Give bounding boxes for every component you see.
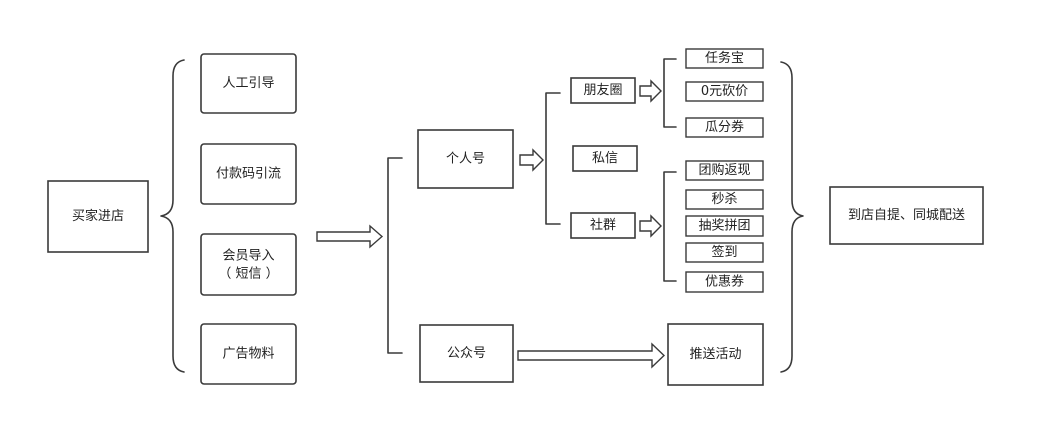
node-member-import-label-line1: 会员导入 bbox=[222, 249, 274, 264]
node-push-activity-label: 推送活动 bbox=[689, 347, 741, 362]
node-flash-sale: 秒杀 bbox=[685, 189, 764, 210]
node-flash-sale-label: 秒杀 bbox=[711, 192, 737, 207]
node-push-activity: 推送活动 bbox=[667, 323, 764, 386]
node-buyer-entry: 买家进店 bbox=[47, 180, 149, 253]
right-brace bbox=[780, 61, 804, 373]
node-task-treasure: 任务宝 bbox=[685, 48, 764, 69]
bracket-moments-activities bbox=[663, 58, 677, 128]
arrow-channels-to-accounts bbox=[316, 224, 384, 249]
arrow-personal-to-subchannels bbox=[519, 148, 544, 172]
node-personal-account: 个人号 bbox=[417, 129, 514, 189]
node-pickup-delivery: 到店自提、同城配送 bbox=[829, 186, 984, 245]
bracket-subchannels bbox=[545, 92, 561, 225]
node-group-cashback: 团购返现 bbox=[685, 160, 764, 181]
left-brace bbox=[160, 59, 185, 373]
node-manual-guide: 人工引导 bbox=[200, 53, 297, 114]
arrow-moments-to-activities bbox=[639, 79, 662, 103]
node-private-message-label: 私信 bbox=[592, 151, 618, 166]
node-lottery-group: 抽奖拼团 bbox=[685, 215, 764, 237]
node-ad-materials: 广告物料 bbox=[200, 323, 297, 385]
node-zero-bargain-label: 0元砍价 bbox=[701, 84, 748, 99]
bracket-accounts bbox=[387, 157, 403, 354]
node-payment-code-label: 付款码引流 bbox=[216, 167, 281, 182]
bracket-community-activities bbox=[663, 171, 677, 282]
node-personal-account-label: 个人号 bbox=[446, 152, 485, 167]
node-zero-bargain: 0元砍价 bbox=[685, 81, 764, 102]
node-community: 社群 bbox=[570, 212, 636, 239]
node-split-coupon-label: 瓜分券 bbox=[705, 119, 744, 135]
node-ad-materials-label: 广告物料 bbox=[222, 347, 274, 362]
node-moments: 朋友圈 bbox=[570, 77, 636, 104]
arrow-official-to-push bbox=[517, 342, 666, 369]
node-payment-code: 付款码引流 bbox=[200, 143, 297, 205]
node-manual-guide-label: 人工引导 bbox=[222, 76, 274, 91]
node-member-import: 会员导入 （ 短信 ） bbox=[200, 233, 297, 296]
node-official-account: 公众号 bbox=[419, 324, 514, 383]
node-group-cashback-label: 团购返现 bbox=[698, 162, 750, 178]
node-check-in: 签到 bbox=[685, 242, 764, 263]
node-lottery-group-label: 抽奖拼团 bbox=[698, 219, 750, 234]
node-discount-coupon-label: 优惠券 bbox=[705, 274, 744, 290]
node-buyer-entry-label: 买家进店 bbox=[72, 208, 124, 224]
node-member-import-label-line2: （ 短信 ） bbox=[218, 267, 278, 282]
node-split-coupon: 瓜分券 bbox=[685, 117, 764, 138]
node-community-label: 社群 bbox=[590, 217, 616, 233]
node-moments-label: 朋友圈 bbox=[583, 82, 622, 98]
node-task-treasure-label: 任务宝 bbox=[705, 50, 744, 66]
node-pickup-delivery-label: 到店自提、同城配送 bbox=[848, 207, 965, 223]
node-check-in-label: 签到 bbox=[711, 244, 737, 260]
arrow-community-to-activities bbox=[639, 214, 662, 238]
node-discount-coupon: 优惠券 bbox=[685, 271, 764, 293]
node-private-message: 私信 bbox=[572, 145, 638, 172]
node-official-account-label: 公众号 bbox=[447, 346, 486, 361]
